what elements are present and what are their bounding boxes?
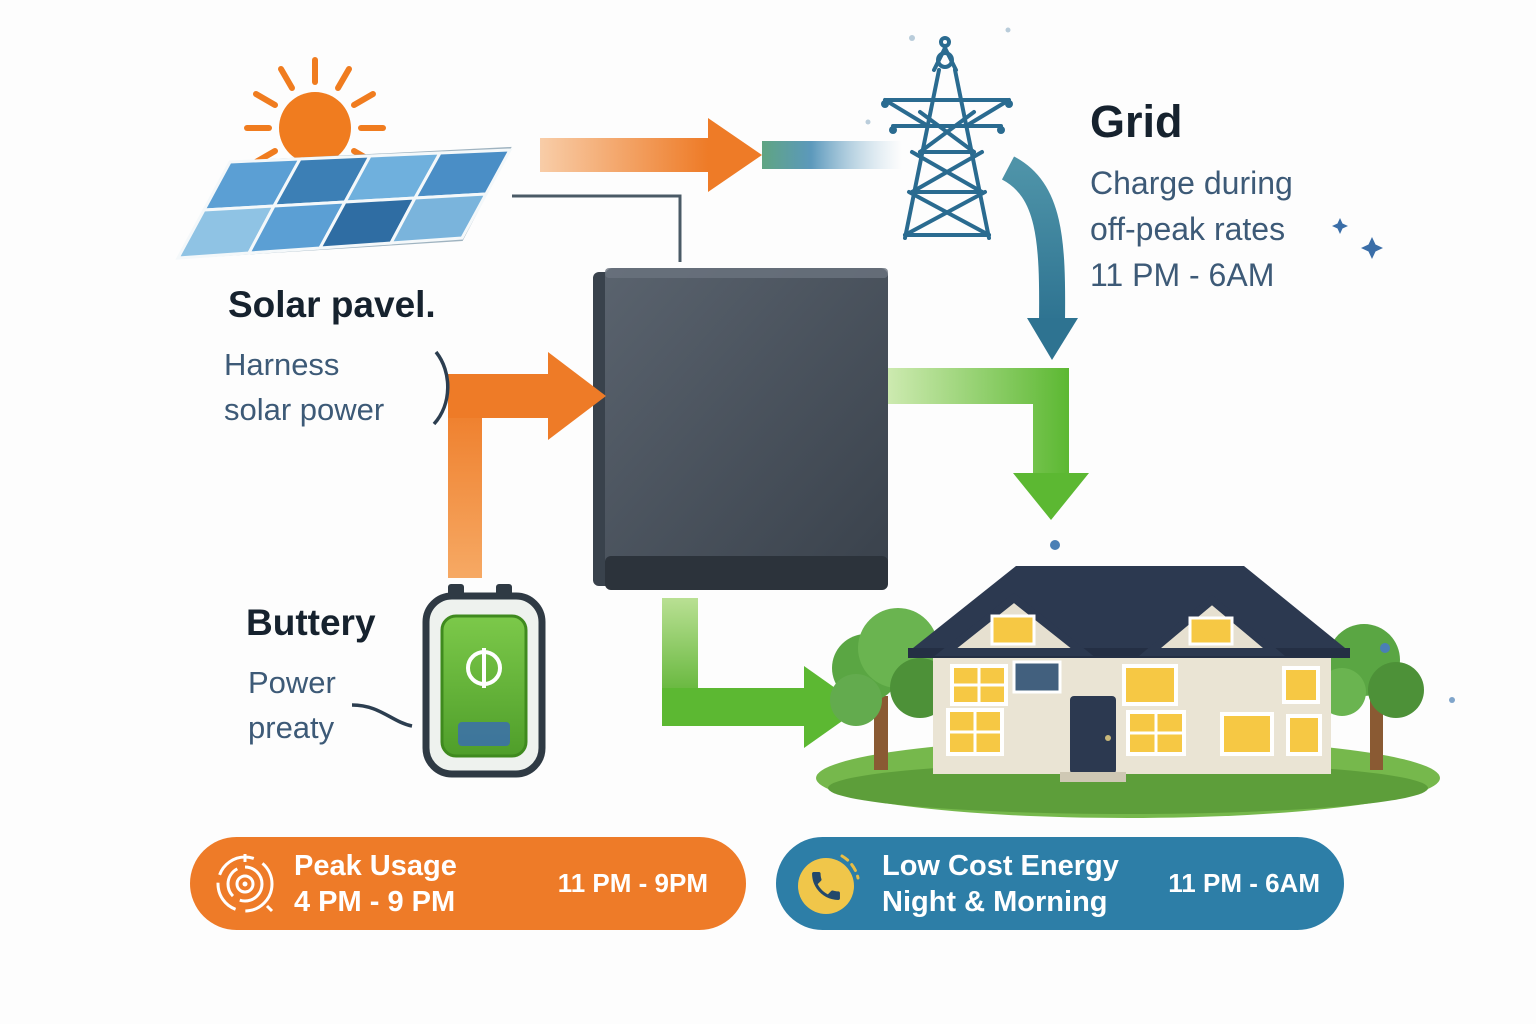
- grid-subtitle-line1: Charge during: [1090, 165, 1293, 201]
- battery-subtitle-line2: preaty: [248, 710, 335, 745]
- low-cost-energy-time-range: 11 PM - 6AM: [1168, 868, 1320, 898]
- grid-charge-arrow: [1001, 156, 1078, 360]
- target-icon: [216, 853, 274, 912]
- solar-to-grid-arrow: [540, 118, 902, 192]
- peak-usage-hours: 4 PM - 9 PM: [294, 885, 456, 918]
- solar-panel-icon: [175, 146, 513, 260]
- peak-usage-time-range: 11 PM - 9PM: [557, 868, 708, 898]
- solar-panel-subtitle: Harness solar power: [224, 342, 384, 432]
- grid-title: Grid: [1090, 96, 1183, 147]
- grid-subtitle-line2: off-peak rates: [1090, 211, 1286, 247]
- battery-title: Buttery: [246, 602, 376, 643]
- low-cost-energy-subtitle: Night & Morning: [882, 885, 1108, 918]
- battery-icon: [422, 584, 546, 778]
- grid-subtitle: Charge during off-peak rates 11 PM - 6AM: [1090, 160, 1293, 298]
- battery-subtitle-line1: Power: [248, 665, 336, 700]
- solar-panel-title: Solar pavel.: [228, 284, 436, 325]
- low-cost-energy-pill: Low Cost Energy Night & Morning 11 PM - …: [776, 837, 1344, 930]
- battery-callout-line: [351, 703, 413, 728]
- panel-to-powerwall-connector: [512, 194, 682, 262]
- house-icon: [816, 566, 1440, 818]
- powerwall-to-house-arrow: [888, 368, 1089, 520]
- grid-subtitle-line3: 11 PM - 6AM: [1090, 257, 1275, 293]
- low-cost-energy-text: Low Cost Energy Night & Morning: [882, 848, 1119, 920]
- powerwall-battery-icon: [593, 268, 888, 590]
- solar-subtitle-line1: Harness: [224, 347, 340, 382]
- solar-subtitle-line2: solar power: [224, 392, 385, 427]
- transmission-tower-icon: [865, 27, 1013, 240]
- peak-usage-text: Peak Usage 4 PM - 9 PM: [294, 848, 457, 920]
- battery-to-powerwall-arrow: [448, 352, 606, 578]
- low-cost-energy-title: Low Cost Energy: [882, 849, 1119, 882]
- powerwall-to-house-bottom-arrow: [662, 598, 862, 748]
- solar-callout-bracket: [432, 350, 450, 426]
- battery-subtitle: Power preaty: [248, 660, 336, 750]
- phone-icon: [798, 854, 860, 914]
- peak-usage-pill: Peak Usage 4 PM - 9 PM 11 PM - 9PM: [190, 837, 746, 930]
- peak-usage-title: Peak Usage: [294, 849, 457, 882]
- sparkle-stars-icon: [1050, 218, 1455, 703]
